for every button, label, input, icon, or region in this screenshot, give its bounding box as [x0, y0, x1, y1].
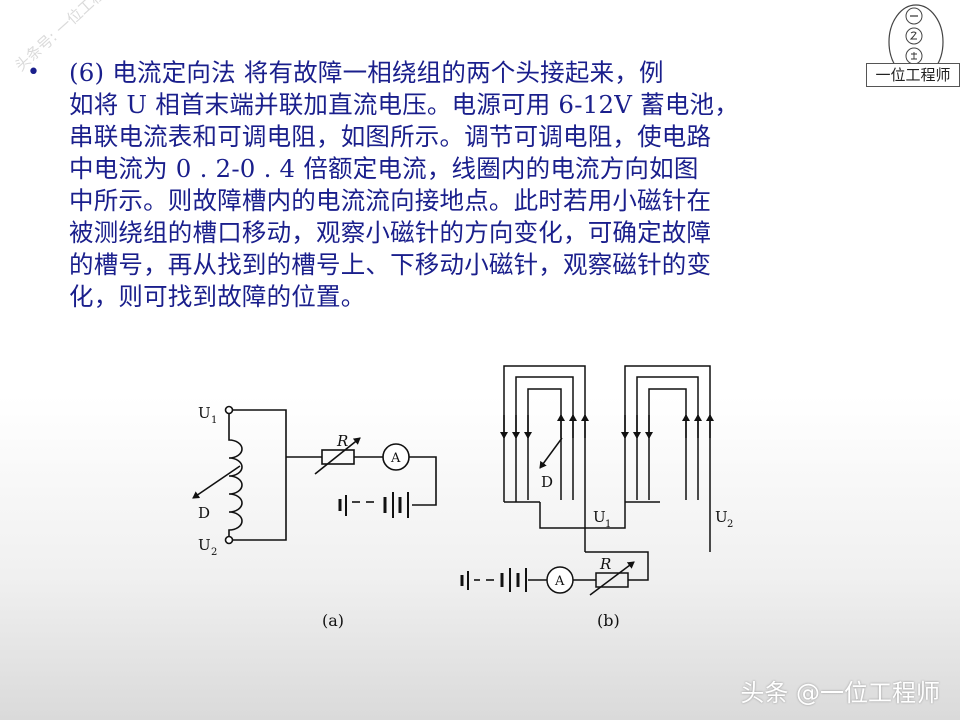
core-right-middle — [636, 376, 699, 500]
label-resistor: R — [599, 555, 611, 573]
caption-a: (a) — [322, 611, 344, 630]
stamp-name-label: 一位工程师 — [866, 63, 960, 87]
paragraph-line: (6) 电流定向法 将有故障一相绕组的两个头接起来，例 — [69, 58, 664, 87]
label-u1-sub: 1 — [211, 415, 217, 426]
label-u2: U — [715, 508, 728, 526]
resistor-arrow — [589, 561, 635, 596]
battery — [460, 568, 527, 592]
paragraph: (6) 电流定向法 将有故障一相绕组的两个头接起来，例 如将 U 相首末端并联加… — [69, 57, 929, 313]
figure-b-labels: D U 1 U 2 R A (b) — [541, 473, 733, 630]
label-u2-sub: 2 — [211, 547, 217, 558]
paragraph-line: 串联电流表和可调电阻，如图所示。调节可调电阻，使电路 — [69, 122, 712, 151]
resistor — [321, 449, 355, 465]
bullet-icon: • — [27, 60, 40, 85]
terminal-u2 — [224, 535, 234, 545]
paragraph-line: 被测绕组的槽口移动，观察小磁针的方向变化，可确定故障 — [69, 218, 712, 247]
label-resistor: R — [336, 432, 348, 450]
label-ammeter: A — [390, 451, 401, 466]
paragraph-line: 的槽号，再从找到的槽号上、下移动小磁针，观察磁针的变 — [69, 250, 712, 279]
core-left-inner — [527, 388, 562, 500]
caption-b: (b) — [597, 611, 620, 630]
fault-arrow — [539, 437, 563, 469]
label-u1: U — [198, 404, 211, 422]
label-ammeter: A — [554, 574, 565, 589]
paragraph-line: 中电流为 0 . 2-0 . 4 倍额定电流，线圈内的电流方向如图 — [69, 154, 699, 183]
fault-arrow — [192, 465, 241, 499]
core-left-middle — [515, 376, 574, 502]
label-u2-sub: 2 — [727, 519, 733, 530]
parallel-wire — [233, 409, 287, 541]
battery — [338, 492, 409, 518]
wire — [409, 456, 437, 506]
figure-a — [192, 405, 437, 545]
figure-b — [460, 365, 714, 596]
lead-connection — [539, 502, 626, 529]
footer-watermark: 头条 @一位工程师 — [740, 679, 940, 707]
core-right-inner — [648, 388, 687, 500]
winding-coil — [228, 413, 243, 537]
resistor-arrow — [314, 437, 361, 475]
terminal-u1 — [224, 405, 234, 415]
resistor — [595, 572, 629, 588]
label-fault: D — [198, 504, 210, 522]
paragraph-line: 中所示。则故障槽内的电流流向接地点。此时若用小磁针在 — [69, 186, 712, 215]
figure-a-labels: U 1 U 2 D R A (a) — [198, 404, 401, 630]
label-u2: U — [198, 536, 211, 554]
paragraph-line: 化，则可找到故障的位置。 — [69, 282, 366, 311]
label-fault: D — [541, 473, 553, 491]
label-u1: U — [593, 508, 606, 526]
bullet-item: • (6) 电流定向法 将有故障一相绕组的两个头接起来，例 如将 U 相首末端并… — [25, 57, 930, 313]
label-u1-sub: 1 — [605, 519, 611, 530]
wire — [585, 551, 649, 581]
paragraph-line: 如将 U 相首末端并联加直流电压。电源可用 6-12V 蓄电池， — [69, 90, 739, 119]
